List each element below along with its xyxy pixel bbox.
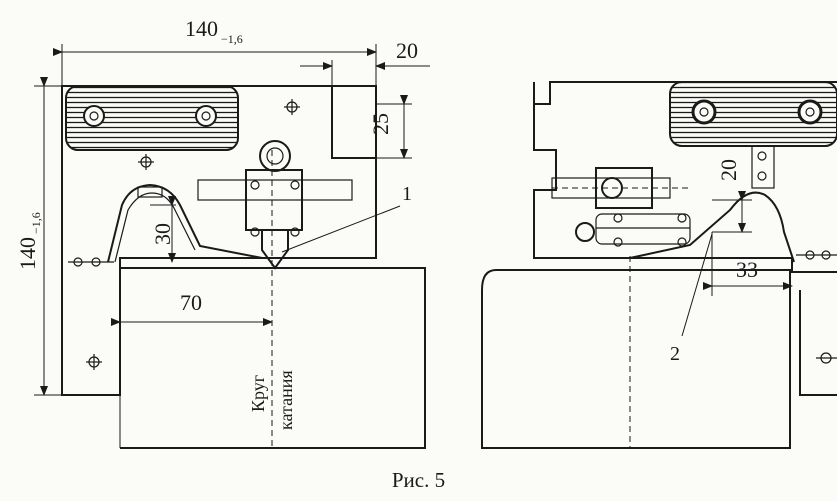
dim-offset-33: 33 — [736, 257, 758, 282]
dim-height-30: 30 — [150, 223, 175, 245]
part-label-2: 2 — [670, 343, 680, 365]
dim-height-20: 20 — [716, 159, 741, 181]
part-label-1: 1 — [402, 183, 412, 205]
right-wheel-block — [481, 269, 791, 449]
dim-height-25: 25 — [368, 113, 393, 135]
left-view — [61, 85, 426, 449]
left-clamp-bar — [197, 179, 353, 201]
right-dimensions: 20 33 2 — [670, 159, 793, 365]
dim-height-left: 140 — [15, 237, 40, 270]
dim-offset-70: 70 — [180, 290, 202, 315]
left-hatched-bar — [65, 85, 239, 151]
dim-offset-20-top: 20 — [396, 38, 418, 63]
left-dimensions: 140 −1,6 20 25 140 −1,6 30 70 1 Круг кат… — [15, 16, 430, 430]
right-plate — [533, 81, 837, 259]
right-view — [481, 81, 837, 449]
left-wheel-block — [120, 267, 426, 449]
dim-height-left-tol: −1,6 — [29, 212, 43, 234]
wheel-circle-line1: Круг — [248, 375, 268, 412]
dim-width-top-tol: −1,6 — [221, 32, 243, 46]
left-small-block — [331, 85, 377, 159]
wheel-circle-line2: катания — [276, 370, 296, 430]
figure-caption: Рис. 5 — [391, 468, 446, 492]
dim-width-top: 140 — [185, 16, 218, 41]
